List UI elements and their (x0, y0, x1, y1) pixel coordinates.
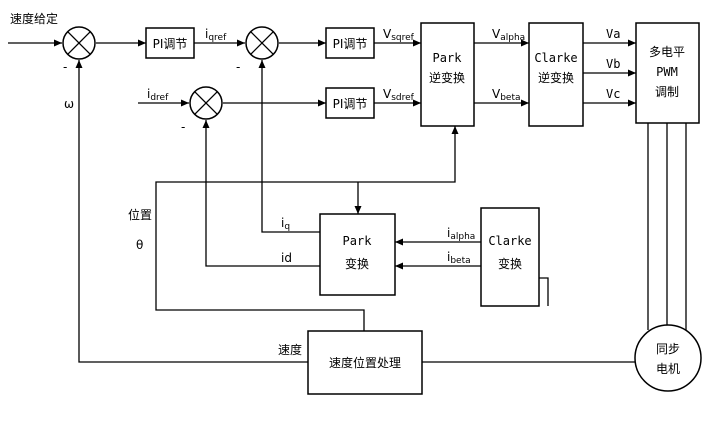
arrowhead (628, 69, 636, 77)
summing-junction-iq (245, 26, 279, 60)
synchronous-motor (634, 324, 702, 392)
arrowhead (54, 39, 62, 47)
motor-label-2: 电机 (656, 362, 680, 376)
va-label: Va (606, 27, 620, 41)
inverse-clarke-label-2: 逆变换 (538, 70, 574, 85)
park-transform-block (319, 213, 396, 296)
ibeta-label: ibeta (447, 250, 471, 266)
line-id-feedback (205, 120, 320, 267)
arrowhead (138, 39, 146, 47)
arrowhead (413, 99, 421, 107)
park-label-1: Park (343, 234, 373, 248)
iq-label: iq (281, 216, 290, 232)
speed-setpoint-label: 速度给定 (10, 11, 58, 26)
summing-junction-id (189, 86, 223, 120)
minus-sign-id: - (181, 120, 185, 134)
arrowhead (521, 99, 529, 107)
line-iq-feedback (261, 60, 320, 233)
pi-controller-speed-block (145, 27, 195, 59)
pi-id-label: PI调节 (333, 97, 368, 111)
id-label: id (281, 251, 292, 265)
arrowhead (202, 120, 210, 128)
vc-label: Vc (606, 87, 620, 101)
arrowhead (413, 39, 421, 47)
arrowhead (237, 39, 245, 47)
arrowhead (628, 99, 636, 107)
inverse-park-block (420, 22, 475, 127)
arrowhead (451, 126, 459, 134)
vb-label: Vb (606, 57, 620, 71)
line-omega-feedback (78, 60, 308, 363)
clarke-label-1: Clarke (488, 234, 531, 248)
clarke-transform-block (480, 207, 540, 307)
signal-lines (8, 42, 687, 363)
speed-position-processing-block (307, 330, 423, 395)
arrowhead (75, 60, 83, 68)
speed-feedback-label: 速度 (278, 342, 302, 357)
arrowhead (318, 39, 326, 47)
pwm-label-3: 调制 (655, 85, 679, 99)
inverse-clarke-label-1: Clarke (534, 51, 577, 65)
arrowhead (354, 206, 362, 214)
speed-processing-label: 速度位置处理 (329, 355, 401, 370)
inverse-park-label-1: Park (433, 51, 463, 65)
idref-label: idref (147, 87, 169, 103)
arrowhead (521, 39, 529, 47)
clarke-label-2: 变换 (498, 256, 522, 271)
inverse-clarke-block (528, 22, 584, 127)
arrowhead (395, 238, 403, 246)
arrowhead (181, 99, 189, 107)
valpha-label: Valpha (492, 27, 525, 43)
arrowheads (54, 39, 636, 270)
pwm-label-2: PWM (656, 65, 678, 79)
arrowhead (628, 39, 636, 47)
motor-label-1: 同步 (656, 342, 680, 356)
position-label: 位置 (128, 207, 152, 222)
pi-controller-iq-block (325, 27, 375, 59)
inverse-park-label-2: 逆变换 (429, 70, 465, 85)
ialpha-label: ialpha (447, 226, 475, 242)
iqref-label: iqref (205, 27, 227, 43)
pi-speed-label: PI调节 (153, 37, 188, 51)
pwm-modulation-block (635, 22, 700, 124)
park-label-2: 变换 (345, 256, 369, 271)
pi-controller-id-block (325, 87, 375, 119)
vsqref-label: Vsqref (383, 27, 415, 43)
line-theta (155, 126, 456, 331)
theta-label: θ (136, 238, 143, 252)
pwm-label-1: 多电平 (649, 45, 685, 59)
minus-sign-iq: - (236, 60, 240, 74)
summing-junction-speed (62, 26, 96, 60)
omega-label: ω (64, 97, 74, 111)
minus-sign-speed: - (63, 60, 67, 74)
pi-iq-label: PI调节 (333, 37, 368, 51)
arrowhead (258, 60, 266, 68)
vsdref-label: Vsdref (383, 87, 415, 103)
arrowhead (318, 99, 326, 107)
vbeta-label: Vbeta (492, 87, 521, 103)
arrowhead (395, 262, 403, 270)
